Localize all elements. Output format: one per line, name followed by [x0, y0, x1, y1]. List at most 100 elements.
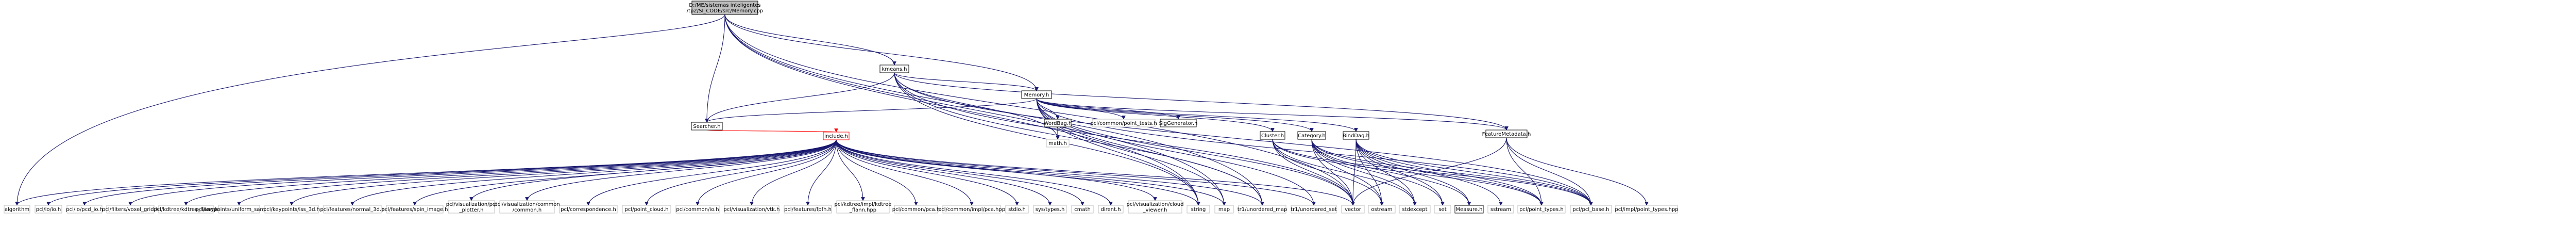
edge-include-to-flann_hpp — [836, 139, 865, 201]
edge-include-to-voxel_grid — [128, 139, 837, 206]
leaf-spin-image[interactable]: pcl/features/spin_image.h — [381, 205, 448, 214]
leaf-flann-hpp[interactable]: pcl/kdtree/impl/kdtree_flann.hpp — [835, 200, 892, 214]
edge-memory-to-unordered_map — [1036, 98, 1264, 206]
leaf-unordered-map-label: tr1/unordered_map — [1238, 207, 1287, 213]
leaf-systypes-label: sys/types.h — [1036, 207, 1065, 213]
node-measure-h[interactable]: Measure.h — [1454, 205, 1484, 214]
leaf-normal-3d[interactable]: pcl/features/normal_3d.h — [320, 205, 385, 214]
leaf-cloud-viewer[interactable]: pcl/visualization/cloud_viewer.h — [1127, 200, 1184, 214]
leaf-kdtree-flann-box — [158, 205, 214, 214]
leaf-vtk[interactable]: pcl/visualization/vtk.h — [724, 205, 780, 214]
leaf-voxel-grid[interactable]: pcl/filters/voxel_grid.h — [102, 205, 159, 214]
edge-kmeans-to-memory — [894, 72, 1039, 91]
leaf-dirent[interactable]: dirent.h — [1098, 205, 1124, 214]
node-cluster-h-box — [1260, 131, 1285, 140]
leaf-cloud-viewer-label: pcl/visualization/cloud — [1127, 202, 1184, 207]
edge-include-to-cmath — [836, 139, 1084, 206]
leaf-algorithm[interactable]: algorithm — [4, 205, 30, 214]
edge-memory-to-searcher — [705, 98, 1037, 123]
leaf-string-label: string — [1191, 207, 1206, 213]
leaf-pca-hpp[interactable]: pcl/common/impl/pca.hpp — [938, 205, 1005, 214]
edge-include-to-unordered_map — [836, 139, 1264, 206]
leaf-stdio[interactable]: stdio.h — [1005, 205, 1029, 214]
leaf-pcl-plotter-label: _plotter.h — [459, 207, 484, 213]
leaf-common-io[interactable]: pcl/common/io.h — [675, 205, 720, 214]
node-memory-h-label: Memory.h — [1024, 92, 1049, 98]
leaf-fpfh[interactable]: pcl/features/fpfh.h — [784, 205, 832, 214]
edge-include-to-vtk — [750, 139, 837, 206]
edge-include-to-stdio — [836, 139, 1019, 206]
node-include-h[interactable]: include.h — [823, 132, 850, 140]
leaf-voxel-grid-box — [106, 205, 155, 214]
node-wordbag-h[interactable]: WordBag.h — [1044, 119, 1072, 127]
leaf-string[interactable]: string — [1187, 205, 1210, 214]
node-searcher-h[interactable]: Searcher.h — [691, 122, 723, 131]
leaf-kdtree-flann[interactable]: pcl/kdtree/kdtree_flann.h — [154, 205, 218, 214]
edge-root-to-memory — [724, 14, 1039, 91]
node-featuremetadata-h-label: FeatureMetadata.h — [1482, 132, 1531, 137]
leaf-correspondence-label: pcl/correspondence.h — [561, 207, 616, 213]
leaf-set[interactable]: set — [1434, 205, 1451, 214]
leaf-iss-3d-label: pcl/keypoints/iss_3d.h — [263, 207, 320, 213]
node-math-h[interactable]: math.h — [1046, 139, 1070, 148]
edge-include-to-pca — [836, 139, 918, 206]
node-featuremetadata-h[interactable]: FeatureMetadata.h — [1482, 129, 1531, 138]
node-memory-h[interactable]: Memory.h — [1021, 90, 1052, 99]
leaf-unordered-set-box — [1291, 205, 1337, 214]
edge-category-to-ostream — [1311, 139, 1384, 206]
node-searcher-h-box — [691, 122, 723, 131]
leaf-unordered-set[interactable]: tr1/unordered_set — [1291, 205, 1337, 214]
edge-layer — [15, 14, 1649, 206]
edge-binddag-to-ostream — [1355, 139, 1384, 206]
edge-category-to-vector — [1311, 139, 1355, 206]
leaf-cloud-viewer-box — [1128, 200, 1182, 214]
edge-category-to-measure_leaf — [1311, 139, 1471, 206]
leaf-pca[interactable]: pcl/common/pca.h — [892, 205, 940, 214]
leaf-pcl-pcd-io[interactable]: pcl/io/pcd_io.h — [66, 205, 103, 214]
leaf-correspondence[interactable]: pcl/correspondence.h — [559, 205, 618, 214]
node-binddag-h[interactable]: BindDag.h — [1343, 131, 1369, 140]
leaf-common[interactable]: pcl/visualization/common/common.h — [494, 200, 560, 214]
leaf-sstream[interactable]: sstream — [1487, 205, 1514, 214]
node-point-tests-h[interactable]: pcl/common/point_tests.h — [1090, 119, 1157, 127]
node-siggenerator-h-box — [1160, 119, 1197, 127]
node-category-h[interactable]: Category.h — [1297, 131, 1326, 140]
leaf-unordered-map[interactable]: tr1/unordered_map — [1238, 205, 1287, 214]
leaf-point-cloud[interactable]: pcl/point_cloud.h — [622, 205, 671, 214]
leaf-cmath[interactable]: cmath — [1071, 205, 1094, 214]
edge-memory-to-featuremeta — [1036, 98, 1509, 131]
leaf-point-types-hpp[interactable]: pcl/impl/point_types.hpp — [1615, 205, 1679, 214]
edge-root-to-algorithm — [15, 14, 725, 206]
leaf-stdio-box — [1005, 205, 1029, 214]
edge-binddag-to-sstream — [1355, 139, 1503, 206]
edge-include-to-unordered_set — [836, 139, 1316, 206]
leaf-pcl-io[interactable]: pcl/io/io.h — [35, 205, 62, 214]
leaf-vtk-box — [724, 205, 779, 214]
leaf-pcl-base-box — [1570, 205, 1612, 214]
edge-memory-to-category — [1036, 98, 1314, 132]
node-math-h-box — [1046, 139, 1070, 148]
leaf-normal-3d-box — [323, 205, 382, 214]
leaf-pcl-base[interactable]: pcl/pcl_base.h — [1570, 205, 1612, 214]
leaf-stdexcept[interactable]: stdexcept — [1399, 205, 1431, 214]
leaf-map[interactable]: map — [1214, 205, 1234, 214]
leaf-unordered-set-label: tr1/unordered_set — [1291, 207, 1337, 213]
leaf-point-types-box — [1517, 205, 1566, 214]
leaf-systypes[interactable]: sys/types.h — [1033, 205, 1067, 214]
node-siggenerator-h[interactable]: SigGenerator.h — [1159, 119, 1198, 127]
node-kmeans-h[interactable]: kmeans.h — [879, 64, 909, 73]
leaf-vector[interactable]: vector — [1341, 205, 1365, 214]
leaf-string-box — [1187, 205, 1210, 214]
leaf-uniform-sampling[interactable]: pcl/keypoints/uniform_sampling.h — [196, 205, 283, 214]
node-memory-cpp[interactable]: D:/ME/sistemas inteligentes/tp2/SI_CODE/… — [687, 1, 764, 15]
node-cluster-h[interactable]: Cluster.h — [1260, 131, 1285, 140]
leaf-ostream-box — [1368, 205, 1396, 214]
edge-include-to-dirent — [836, 139, 1113, 206]
leaf-pcl-plotter[interactable]: pcl/visualization/pcl_plotter.h — [446, 200, 497, 214]
leaf-iss-3d[interactable]: pcl/keypoints/iss_3d.h — [263, 205, 320, 214]
leaf-stdexcept-label: stdexcept — [1402, 207, 1427, 213]
leaf-point-types[interactable]: pcl/point_types.h — [1517, 205, 1566, 214]
edge-binddag-to-measure_leaf — [1355, 139, 1471, 206]
leaf-ostream[interactable]: ostream — [1368, 205, 1396, 214]
leaf-pcl-pcd-io-label: pcl/io/pcd_io.h — [66, 207, 103, 213]
